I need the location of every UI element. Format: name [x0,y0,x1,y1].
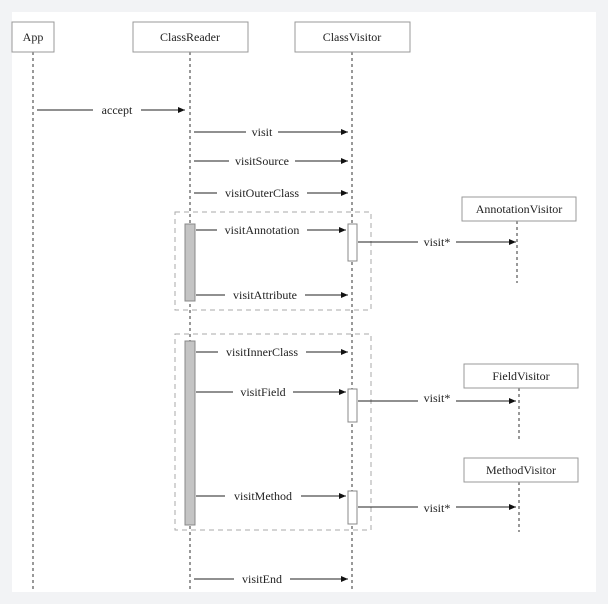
visit-outer-class-label: visitOuterClass [225,186,299,200]
visit-attribute-label: visitAttribute [233,288,297,302]
annotation-fragment [174,211,372,311]
visit-inner-class-message: visitInnerClass [196,344,348,360]
class-visitor-activation-annotation [347,223,358,262]
app-participant: App [11,21,55,53]
annotation-visitor-participant-label: AnnotationVisitor [476,202,563,216]
visit-message: visit [194,124,348,140]
class-visitor-activation-field [347,388,358,423]
visit-method-label: visitMethod [234,489,292,503]
method-visitor-participant-label: MethodVisitor [486,463,556,477]
field-visit-label: visit* [424,391,451,405]
visit-field-message: visitField [196,384,346,400]
method-visit-message: visit* [358,500,516,516]
class-visitor-participant: ClassVisitor [294,21,411,53]
accept-label: accept [102,103,133,117]
annotation-visitor-participant: AnnotationVisitor [461,196,577,222]
field-visitor-participant: FieldVisitor [463,363,579,389]
app-participant-label: App [23,30,44,44]
class-reader-participant-label: ClassReader [160,30,220,44]
class-reader-activation-members [184,340,196,526]
visit-inner-class-label: visitInnerClass [226,345,298,359]
visit-annotation-message: visitAnnotation [196,222,346,238]
class-visitor-activation-method [347,490,358,525]
visit-end-label: visitEnd [242,572,282,586]
visit-method-message: visitMethod [196,488,346,504]
method-visitor-participant: MethodVisitor [463,457,579,483]
visit-label: visit [252,125,273,139]
class-reader-participant: ClassReader [132,21,249,53]
visit-source-message: visitSource [194,153,348,169]
field-visit-message: visit* [358,390,516,406]
annotation-visit-label: visit* [424,235,451,249]
class-reader-activation-annotation [184,223,196,302]
visit-attribute-message: visitAttribute [196,287,348,303]
visit-outer-class-message: visitOuterClass [194,185,348,201]
accept-message: accept [37,102,185,118]
method-visit-label: visit* [424,501,451,515]
member-fragment [174,333,372,531]
visit-end-message: visitEnd [194,571,348,587]
annotation-visit-message: visit* [358,234,516,250]
class-visitor-participant-label: ClassVisitor [323,30,382,44]
visit-annotation-label: visitAnnotation [225,223,300,237]
field-visitor-participant-label: FieldVisitor [492,369,549,383]
visit-field-label: visitField [240,385,285,399]
visit-source-label: visitSource [235,154,289,168]
